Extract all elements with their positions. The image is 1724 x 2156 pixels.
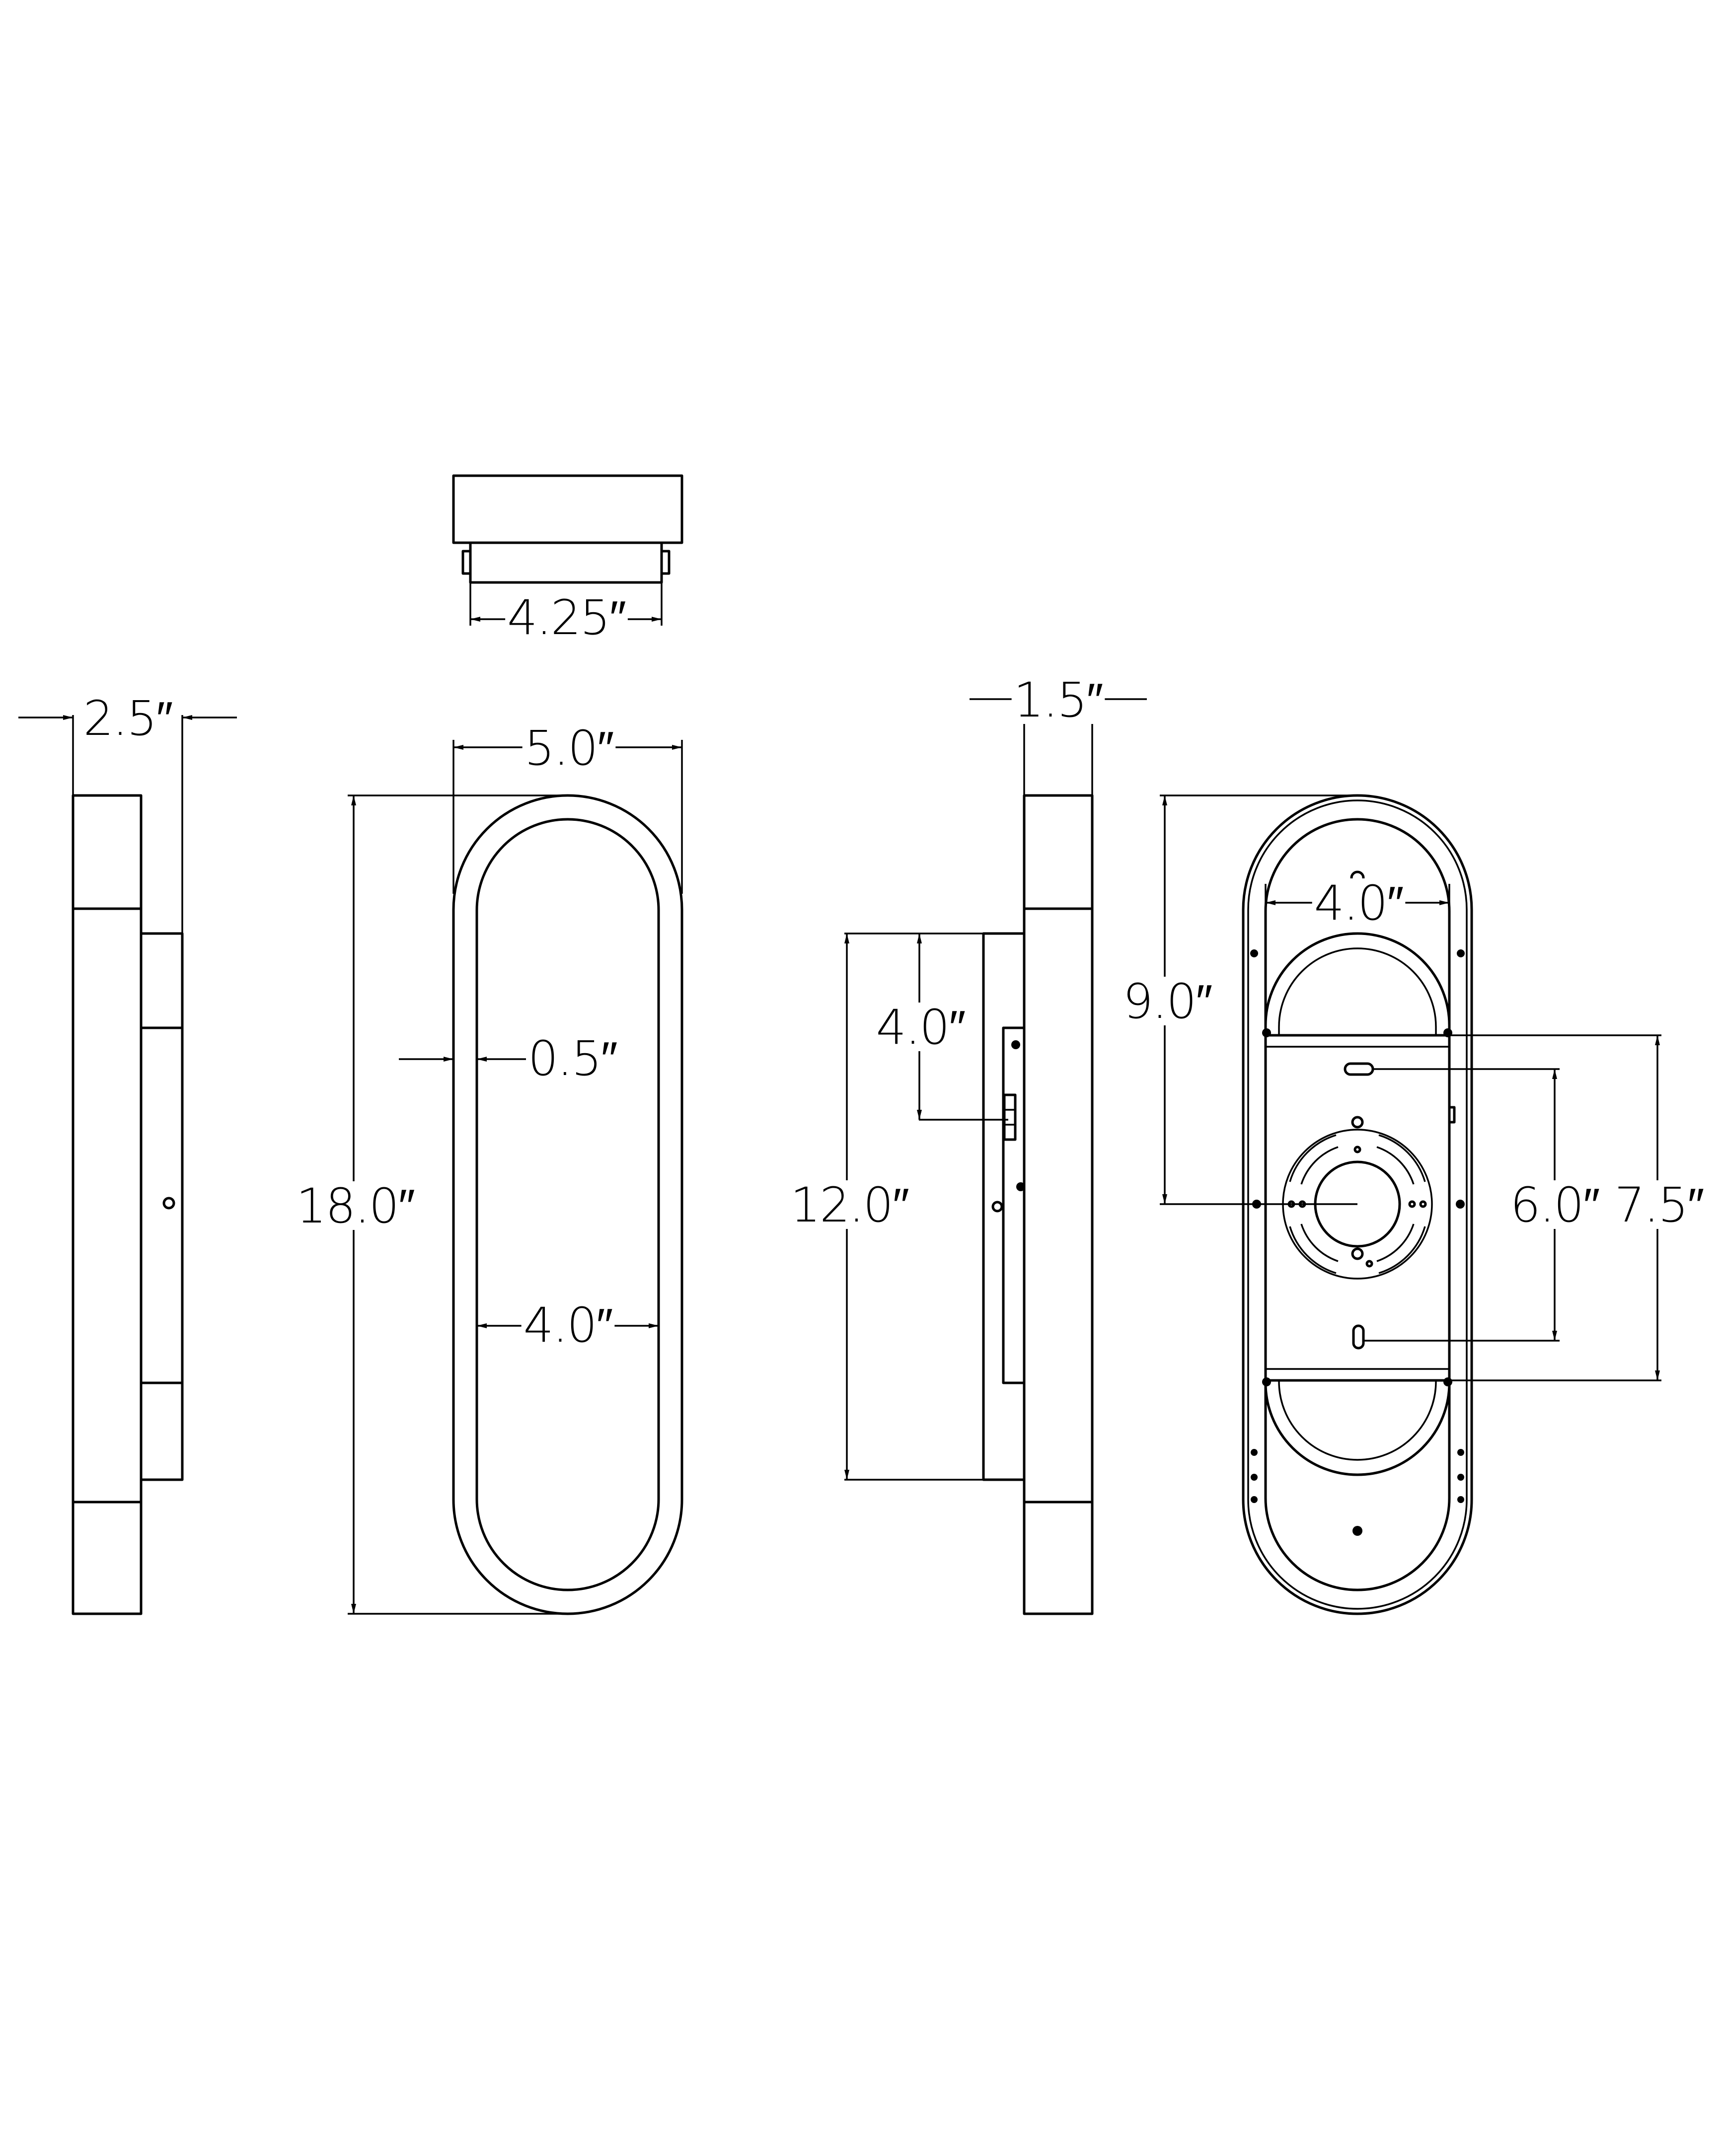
top-view-screw-left — [461, 550, 472, 575]
back-side-depth-label: 1.5″ — [1014, 672, 1103, 728]
front-view-outer-ring — [452, 794, 683, 1615]
side-view-backplate — [140, 932, 184, 1481]
side-view-screw — [162, 1197, 175, 1210]
right-side-bracket — [1002, 1026, 1026, 1384]
top-view-body — [469, 541, 663, 584]
right-side-clip — [1003, 1093, 1017, 1141]
front-view: 5.0″ 18.0″ 0.5″ 4.0″ — [294, 720, 683, 1615]
top-view-screw-right — [660, 550, 671, 575]
side-view-frame — [72, 794, 143, 1615]
left-side-view: 2.5″ — [18, 691, 237, 1615]
rear-view-bottom-slot — [1352, 1324, 1365, 1350]
rear-view-arc-slots — [1289, 1134, 1426, 1274]
backplate-height-label: 12.0″ — [790, 1177, 909, 1233]
rear-view-mounting-bracket — [1264, 1034, 1451, 1382]
top-view-canopy — [452, 474, 683, 544]
rear-bracket-height-label: 7.5″ — [1615, 1177, 1704, 1233]
top-view: 4.25″ — [452, 474, 683, 646]
front-view-inner-ring — [475, 818, 660, 1591]
right-side-frame — [1023, 794, 1094, 1615]
front-height-label: 18.0″ — [296, 1178, 415, 1234]
backplate-offset-label: 4.0″ — [876, 1000, 966, 1055]
rear-slot-spacing-label: 6.0″ — [1510, 1177, 1600, 1233]
ring-inner-width-label: 4.0″ — [524, 1297, 613, 1353]
rear-width-label: 4.0″ — [1314, 875, 1404, 931]
side-depth-label: 2.5″ — [83, 691, 173, 746]
rear-center-height-label: 9.0″ — [1123, 974, 1212, 1029]
right-side-view: 1.5″ 12.0″ 4.0″ — [788, 672, 1147, 1615]
top-width-label: 4.25″ — [507, 590, 626, 646]
rear-view: 4.0″ 9.0″ 6.0″ 7.5″ — [1121, 794, 1706, 1615]
ring-thickness-label: 0.5″ — [528, 1031, 617, 1086]
front-width-label: 5.0″ — [525, 720, 614, 776]
